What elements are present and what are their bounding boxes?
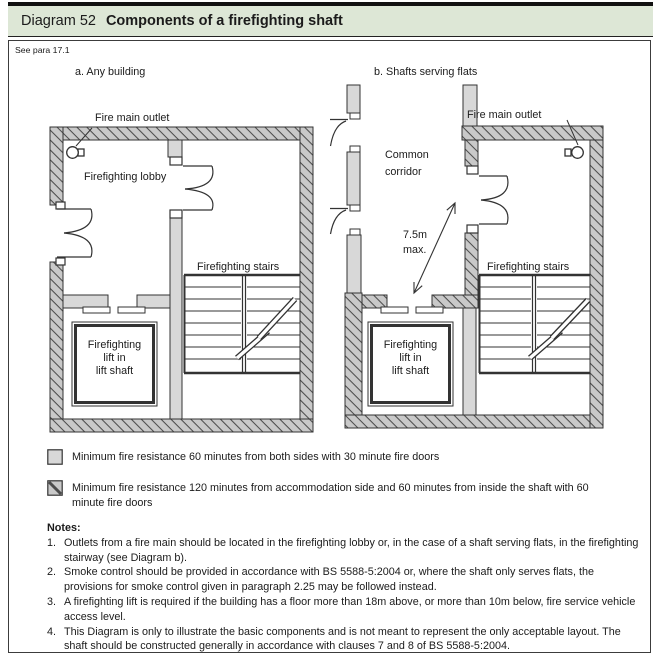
plan-b	[329, 84, 604, 429]
fire-main-outlet-symbol-b	[564, 119, 584, 159]
legend-row-120min: Minimum fire resistance 120 minutes from…	[47, 480, 622, 510]
plan-b-corridor-wall-stub	[462, 84, 478, 127]
plan-a	[49, 126, 314, 433]
legend-text-120min: Minimum fire resistance 120 minutes from…	[72, 482, 589, 509]
plan-a-stairs	[183, 273, 300, 375]
plan-b-corridor-wall-flat-doors	[329, 84, 362, 294]
plan-b-lift-shaft	[367, 321, 454, 407]
note-item-1: 1. Outlets from a fire main should be lo…	[47, 536, 640, 566]
legend-text-60min: Minimum fire resistance 60 minutes from …	[72, 451, 440, 463]
legend-row-60min: Minimum fire resistance 60 minutes from …	[47, 449, 622, 466]
plan-a-lift-shaft	[71, 321, 158, 407]
stair-direction-arrow-b	[528, 297, 591, 361]
label-fire-main-outlet-a: Fire main outlet	[95, 112, 170, 124]
label-lift-shaft-b: Firefighting lift in lift shaft	[383, 339, 438, 377]
see-para-reference: See para 17.1	[15, 45, 70, 55]
diagram-number: Diagram 52	[21, 13, 96, 29]
plan-b-internal-wall-60min	[462, 307, 477, 416]
plan-a-lobby-entrance-door	[55, 201, 93, 266]
plan-a-lobby-stair-door	[169, 156, 214, 219]
note-text: Outlets from a fire main should be locat…	[64, 536, 639, 564]
plan-b-outer-walls-120min	[344, 125, 604, 429]
label-firefighting-stairs-a: Firefighting stairs	[197, 261, 280, 273]
diagram-title: Components of a firefighting shaft	[105, 13, 343, 29]
label-common-corridor: Common corridor	[385, 149, 429, 178]
header-top-rule	[8, 2, 653, 6]
note-number: 4.	[47, 625, 57, 638]
plan-a-internal-wall-60min	[62, 139, 183, 420]
label-lift-shaft-a: Firefighting lift in lift shaft	[87, 339, 142, 377]
plan-a-outer-walls-120min	[49, 126, 314, 433]
note-number: 2.	[47, 566, 57, 579]
plan-b-lift-landing-doors	[380, 306, 444, 314]
note-item-3: 3. A firefighting lift is required if th…	[47, 595, 640, 625]
plan-b-stairs	[478, 273, 591, 375]
note-text: A firefighting lift is required if the b…	[64, 595, 636, 623]
plan-a-lift-landing-doors	[82, 306, 146, 314]
label-firefighting-stairs-b: Firefighting stairs	[487, 261, 570, 273]
note-item-4: 4. This Diagram is only to illustrate th…	[47, 625, 640, 655]
label-fire-main-outlet-b: Fire main outlet	[467, 109, 542, 121]
note-text: Smoke control should be provided in acco…	[64, 566, 594, 594]
distance-arrow-7-5m	[413, 201, 456, 295]
fire-main-outlet-symbol-a	[66, 127, 93, 159]
plan-b-title: b. Shafts serving flats	[374, 66, 478, 78]
legend-swatch-60min-icon	[47, 449, 63, 465]
plan-a-title: a. Any building	[75, 66, 146, 78]
legend: Minimum fire resistance 60 minutes from …	[47, 449, 622, 525]
notes-section: Notes: 1. Outlets from a fire main shoul…	[47, 521, 640, 654]
note-text: This Diagram is only to illustrate the b…	[64, 625, 621, 653]
legend-swatch-120min-icon	[47, 480, 63, 496]
stair-direction-arrow-a	[235, 296, 298, 361]
note-number: 3.	[47, 595, 57, 608]
plan-b-stair-door	[466, 165, 509, 234]
diagram-header: Diagram 52 Components of a firefighting …	[8, 6, 653, 37]
note-item-2: 2. Smoke control should be provided in a…	[47, 565, 640, 595]
label-distance-7-5m-max: 7.5m max.	[403, 229, 428, 256]
note-number: 1.	[47, 536, 57, 549]
notes-heading: Notes:	[47, 522, 81, 534]
label-firefighting-lobby: Firefighting lobby	[84, 171, 167, 183]
